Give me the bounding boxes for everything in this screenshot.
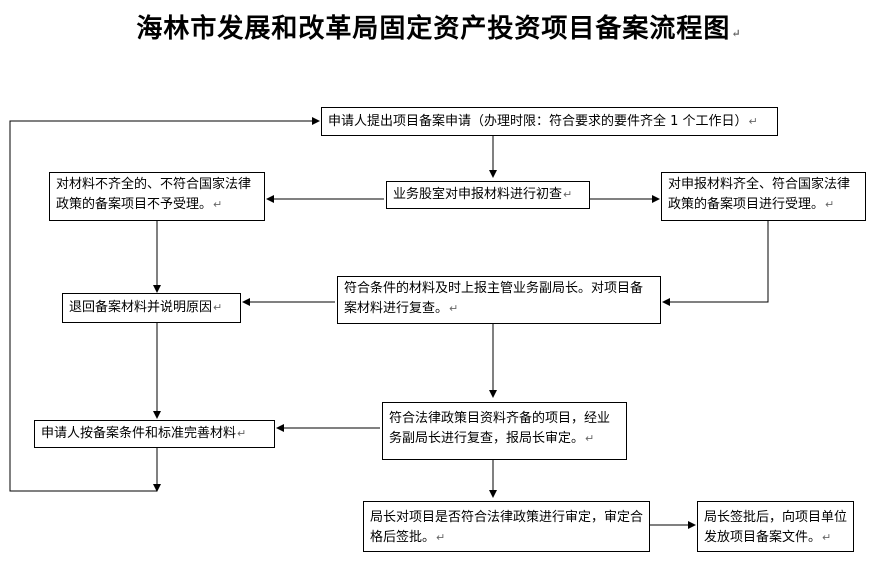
paragraph-mark: ↵ [436,531,446,544]
arrow-loop-to-apply [9,117,320,492]
title-text: 海林市发展和改革局固定资产投资项目备案流程图 [136,14,731,44]
node-apply-text: 申请人提出项目备案申请（办理时限：符合要求的要件齐全 1 个工作日） [328,113,748,129]
paragraph-mark: ↵ [731,27,742,40]
node-reject: 对材料不齐全的、不符合国家法律政策的备案项目不予受理。↵ [49,172,265,221]
paragraph-mark: ↵ [822,531,832,544]
paragraph-mark: ↵ [748,114,758,128]
node-return: 退回备案材料并说明原因↵ [62,293,241,323]
node-report: 符合条件的材料及时上报主管业务副局长。对项目备案材料进行复查。↵ [337,276,661,324]
node-return-text: 退回备案材料并说明原因 [69,300,213,315]
page-title: 海林市发展和改革局固定资产投资项目备案流程图↵ [0,8,878,45]
node-improve: 申请人按备案条件和标准完善材料↵ [34,420,275,448]
node-report-text: 符合条件的材料及时上报主管业务副局长。对项目备案材料进行复查。 [344,281,644,316]
node-improve-text: 申请人按备案条件和标准完善材料 [41,426,237,441]
node-reject-text: 对材料不齐全的、不符合国家法律政策的备案项目不予受理。 [56,177,252,212]
node-director-review-text: 局长对项目是否符合法律政策进行审定，审定合格后签批。 [370,510,644,545]
paragraph-mark: ↵ [825,198,835,211]
node-recheck-text: 符合法律政策目资料齐备的项目，经业务副局长进行复查，报局长审定。 [389,411,611,446]
node-issue: 局长签批后，向项目单位发放项目备案文件。↵ [697,501,854,552]
paragraph-mark: ↵ [563,188,573,201]
paragraph-mark: ↵ [213,198,223,211]
node-recheck: 符合法律政策目资料齐备的项目，经业务副局长进行复查，报局长审定。↵ [382,402,627,460]
node-accept: 对申报材料齐全、符合国家法律政策的备案项目进行受理。↵ [661,172,866,221]
node-apply: 申请人提出项目备案申请（办理时限：符合要求的要件齐全 1 个工作日）↵ [321,107,778,136]
node-initial-review: 业务股室对申报材料进行初查↵ [386,181,590,209]
paragraph-mark: ↵ [585,432,595,445]
node-issue-text: 局长签批后，向项目单位发放项目备案文件。 [704,510,848,545]
node-accept-text: 对申报材料齐全、符合国家法律政策的备案项目进行受理。 [668,177,851,212]
paragraph-mark: ↵ [449,302,459,315]
node-initial-review-text: 业务股室对申报材料进行初查 [393,187,563,202]
node-director-review: 局长对项目是否符合法律政策进行审定，审定合格后签批。↵ [363,501,650,552]
paragraph-mark: ↵ [213,301,223,314]
paragraph-mark: ↵ [237,427,247,440]
arrow-accept-to-report [662,221,769,306]
